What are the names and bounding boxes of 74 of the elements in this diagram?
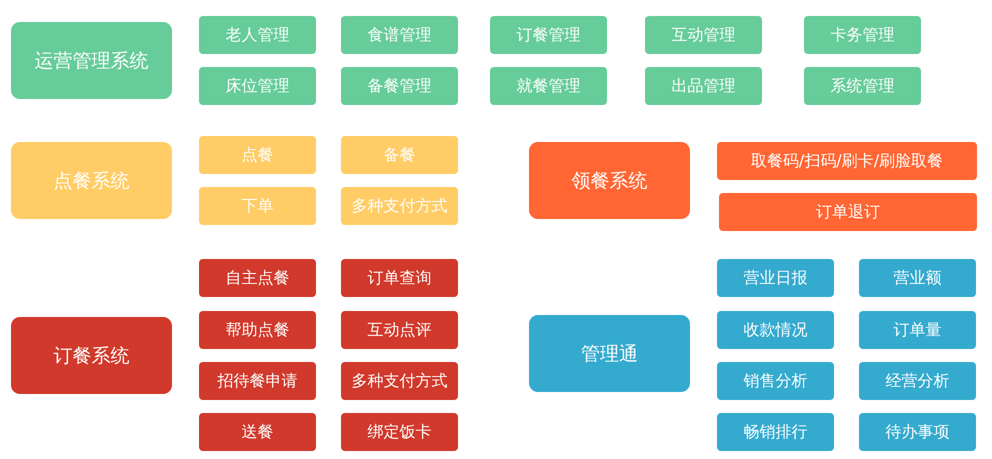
feature-box — [341, 67, 458, 105]
feature-box — [719, 193, 977, 231]
box-label: 销售分析 — [744, 370, 808, 392]
feature-box — [717, 259, 834, 297]
box-label: 经营分析 — [886, 370, 950, 392]
box-label: 订单量 — [894, 320, 942, 340]
box-label: 领餐系统 — [572, 168, 648, 194]
box-label: 备餐管理 — [368, 76, 432, 96]
box-label: 老人管理 — [226, 24, 290, 46]
feature-box — [199, 259, 316, 297]
box-label: 订单退订 — [816, 202, 880, 222]
box-label: 取餐码/扫码/刷卡/刷脸取餐 — [750, 150, 944, 172]
feature-box — [199, 413, 316, 451]
feature-box — [645, 16, 762, 54]
feature-box — [199, 187, 316, 225]
box-label: 多种支付方式 — [352, 196, 448, 216]
box-label: 点餐系统 — [54, 168, 130, 194]
feature-box — [859, 362, 976, 400]
box-label: 出品管理 — [672, 76, 736, 96]
box-label: 互动点评 — [368, 320, 432, 340]
box-label: 卡务管理 — [830, 24, 894, 46]
feature-box — [341, 362, 458, 400]
box-label: 待办事项 — [886, 422, 950, 442]
system-box — [11, 317, 172, 394]
box-label: 多种支付方式 — [352, 370, 448, 392]
box-label: 营业额 — [894, 268, 942, 288]
box-label: 就餐管理 — [516, 76, 580, 96]
feature-box — [341, 413, 458, 451]
system-box — [11, 142, 172, 219]
feature-box — [199, 67, 316, 105]
feature-box — [341, 16, 458, 54]
feature-box — [804, 67, 921, 105]
feature-box — [341, 259, 458, 297]
feature-box — [717, 362, 834, 400]
feature-box — [341, 187, 458, 225]
box-label: 运营管理系统 — [34, 48, 148, 74]
feature-box — [804, 16, 921, 54]
box-label: 订餐管理 — [516, 24, 580, 46]
feature-box — [199, 136, 316, 174]
feature-box — [859, 311, 976, 349]
box-label: 收款情况 — [744, 320, 808, 340]
box-label: 绑定饭卡 — [368, 422, 432, 442]
box-label: 畅销排行 — [744, 422, 808, 442]
feature-box — [645, 67, 762, 105]
feature-box — [717, 413, 834, 451]
feature-box — [717, 142, 977, 180]
feature-box — [859, 413, 976, 451]
box-label: 互动管理 — [672, 24, 736, 46]
box-label: 管理通 — [581, 342, 638, 366]
box-label: 床位管理 — [226, 76, 290, 96]
box-label: 食谱管理 — [368, 24, 432, 46]
system-box — [529, 315, 690, 392]
system-box — [11, 22, 172, 99]
box-label: 营业日报 — [744, 268, 808, 288]
box-label: 订餐系统 — [54, 344, 130, 368]
feature-box — [859, 259, 976, 297]
feature-box — [490, 67, 607, 105]
feature-box — [199, 311, 316, 349]
box-label: 点餐 — [242, 144, 274, 166]
feature-box — [199, 362, 316, 400]
feature-box — [717, 311, 834, 349]
system-box — [529, 142, 690, 219]
feature-box — [490, 16, 607, 54]
box-label: 招待餐申请 — [218, 370, 298, 392]
box-label: 系统管理 — [830, 76, 894, 96]
box-label: 自主点餐 — [226, 268, 290, 288]
box-label: 帮助点餐 — [226, 320, 290, 340]
box-label: 送餐 — [242, 422, 274, 442]
feature-box — [199, 16, 316, 54]
box-label: 备餐 — [384, 144, 416, 166]
box-label: 下单 — [242, 196, 274, 216]
feature-box — [341, 136, 458, 174]
feature-box — [341, 311, 458, 349]
box-label: 订单查询 — [368, 268, 432, 288]
